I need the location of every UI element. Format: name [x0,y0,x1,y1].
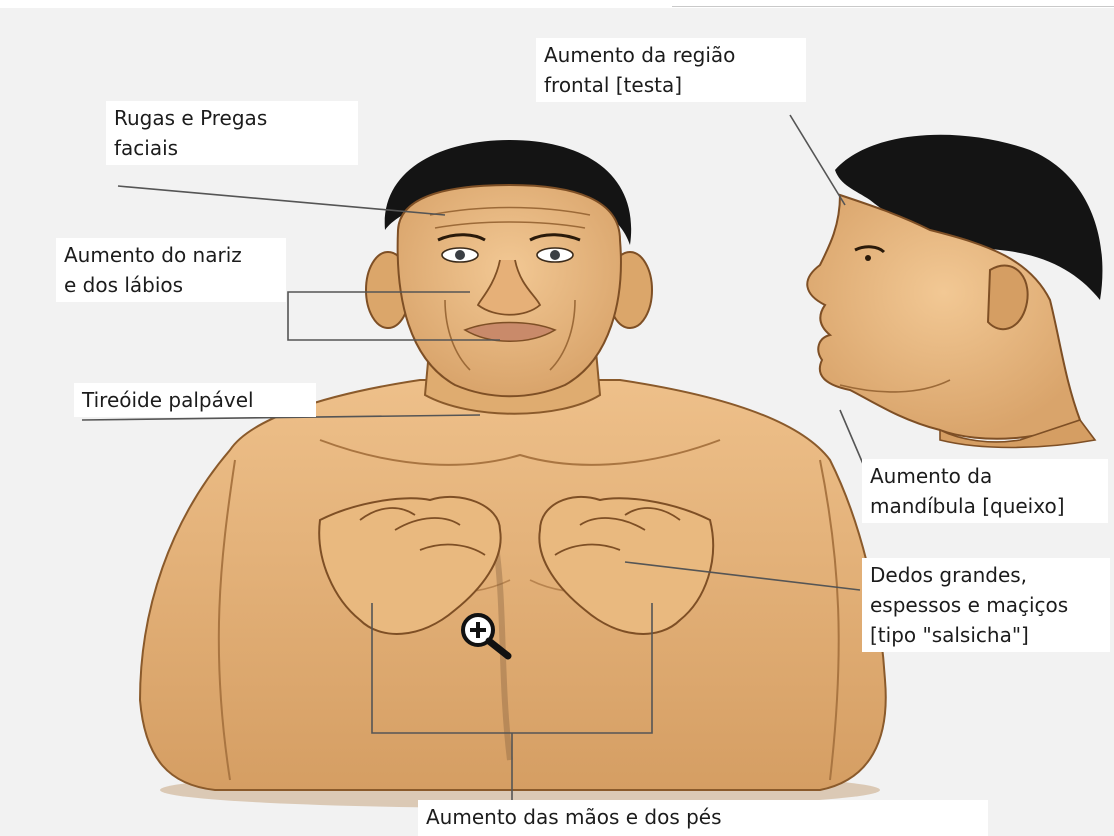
label-dedos: Dedos grandes, espessos e maçiços [tipo … [862,558,1110,652]
label-tireoide-line1: Tireóide palpável [82,388,254,412]
label-rugas: Rugas e Pregas faciais [106,101,358,165]
label-frontal-line2: frontal [testa] [544,73,683,97]
label-frontal-line1: Aumento da região [544,43,736,67]
leader-frontal [789,114,846,206]
torso [138,379,887,791]
label-dedos-line1: Dedos grandes, [870,563,1028,587]
label-nariz: Aumento do nariz e dos lábios [56,238,286,302]
label-dedos-line3: [tipo "salsicha"] [870,623,1029,647]
label-rugas-line1: Rugas e Pregas [114,106,268,130]
right-hand [538,495,715,635]
leader-nariz [287,291,500,341]
leader-lines [81,114,873,808]
top-divider [672,6,1114,7]
label-maos: Aumento das mãos e dos pés [418,800,988,836]
label-maos-line1: Aumento das mãos e dos pés [426,805,722,829]
label-mandibula: Aumento da mandíbula [queixo] [862,459,1108,523]
leader-tireoide [81,414,481,421]
label-mandibula-line2: mandíbula [queixo] [870,494,1065,518]
profile-head [806,134,1103,449]
label-frontal: Aumento da região frontal [testa] [536,38,806,102]
label-rugas-line2: faciais [114,136,179,160]
profile-face [806,193,1082,440]
leader-dedos [624,561,861,591]
left-hand [318,495,502,635]
label-dedos-line2: espessos e maçiços [870,593,1069,617]
label-tireoide: Tireóide palpável [74,383,316,417]
magnifier-plus-icon[interactable] [458,612,514,662]
front-head [365,140,653,398]
leader-rugas [117,185,446,216]
profile-hair [835,134,1103,300]
label-nariz-line2: e dos lábios [64,273,184,297]
front-figure [138,140,887,808]
label-nariz-line1: Aumento do nariz [64,243,242,267]
label-mandibula-line1: Aumento da [870,464,993,488]
